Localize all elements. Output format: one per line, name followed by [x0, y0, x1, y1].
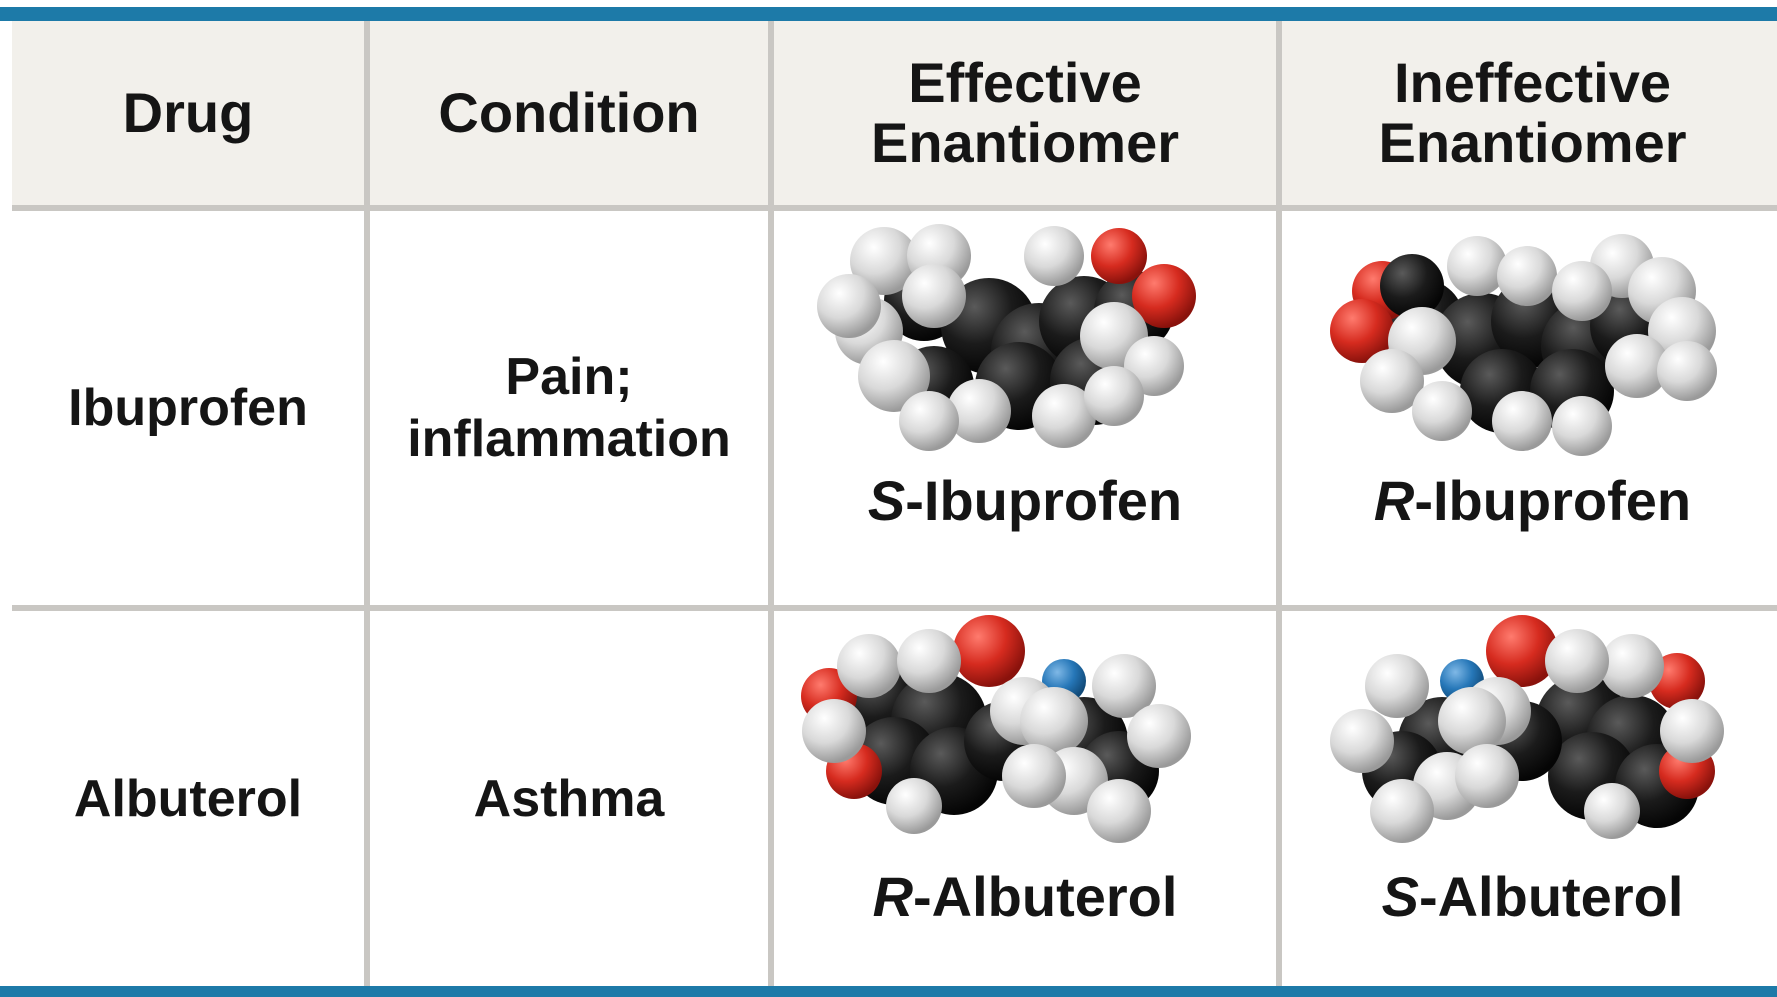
- top-rule: [0, 7, 1777, 21]
- r-albuterol-label: R-Albuterol: [774, 867, 1276, 927]
- row-albuterol-drug: Albuterol: [12, 611, 364, 986]
- header-effective-line1: Effective: [908, 51, 1142, 114]
- r-ibuprofen-molecule-icon: [1330, 234, 1717, 456]
- s-albuterol-name: -Albuterol: [1418, 865, 1684, 928]
- header-condition-label: Condition: [438, 81, 700, 144]
- row2-divider-3: [1276, 611, 1282, 986]
- row2-divider-2: [768, 611, 774, 986]
- s-ibuprofen-name: -Ibuprofen: [905, 469, 1183, 532]
- row-divider-1: [12, 205, 1777, 211]
- drug-name-albuterol: Albuterol: [73, 769, 303, 828]
- row1-divider-3: [1276, 211, 1282, 605]
- bottom-rule: [0, 986, 1777, 997]
- left-margin: [0, 21, 12, 986]
- enantiomer-table: Drug Condition Effective Enantiomer Inef…: [12, 21, 1777, 986]
- row1-divider-1: [364, 211, 370, 605]
- header-drug-label: Drug: [122, 81, 254, 144]
- row-albuterol-effective: R-Albuterol: [774, 611, 1276, 986]
- row2-divider-1: [364, 611, 370, 986]
- s-albuterol-prefix: S: [1381, 865, 1419, 928]
- header-divider-2: [768, 21, 774, 205]
- row-divider-2: [12, 605, 1777, 611]
- s-albuterol-molecule-icon: [1330, 615, 1724, 843]
- header-divider-3: [1276, 21, 1282, 205]
- r-albuterol-molecule-icon: [801, 615, 1191, 843]
- header-divider-1: [364, 21, 370, 205]
- condition-ibuprofen-line1: Pain;: [505, 348, 633, 406]
- header-ineffective: Ineffective Enantiomer: [1282, 21, 1777, 205]
- r-ibuprofen-name: -Ibuprofen: [1414, 469, 1692, 532]
- header-effective-line2: Enantiomer: [870, 111, 1180, 174]
- row-ibuprofen-effective: S-Ibuprofen: [774, 211, 1276, 605]
- header-ineffective-line2: Enantiomer: [1378, 111, 1687, 174]
- r-albuterol-prefix: R: [872, 865, 914, 928]
- r-ibuprofen-label: R-Ibuprofen: [1282, 471, 1777, 531]
- row1-divider-2: [768, 211, 774, 605]
- s-albuterol-label: S-Albuterol: [1282, 867, 1777, 927]
- s-ibuprofen-label: S-Ibuprofen: [774, 471, 1276, 531]
- header-drug: Drug: [12, 21, 364, 205]
- condition-albuterol: Asthma: [473, 769, 665, 828]
- row-ibuprofen-condition: Pain; inflammation: [370, 211, 768, 605]
- s-ibuprofen-molecule-icon: [817, 224, 1196, 451]
- header-effective: Effective Enantiomer: [774, 21, 1276, 205]
- row-ibuprofen-drug: Ibuprofen: [12, 211, 364, 605]
- row-ibuprofen-ineffective: R-Ibuprofen: [1282, 211, 1777, 605]
- drug-name-ibuprofen: Ibuprofen: [68, 379, 308, 437]
- header-ineffective-line1: Ineffective: [1394, 51, 1671, 114]
- row-albuterol-ineffective: S-Albuterol: [1282, 611, 1777, 986]
- s-ibuprofen-prefix: S: [867, 469, 906, 532]
- header-condition: Condition: [370, 21, 768, 205]
- row-albuterol-condition: Asthma: [370, 611, 768, 986]
- r-ibuprofen-prefix: R: [1373, 469, 1415, 532]
- condition-ibuprofen-line2: inflammation: [407, 410, 731, 468]
- r-albuterol-name: -Albuterol: [913, 865, 1178, 928]
